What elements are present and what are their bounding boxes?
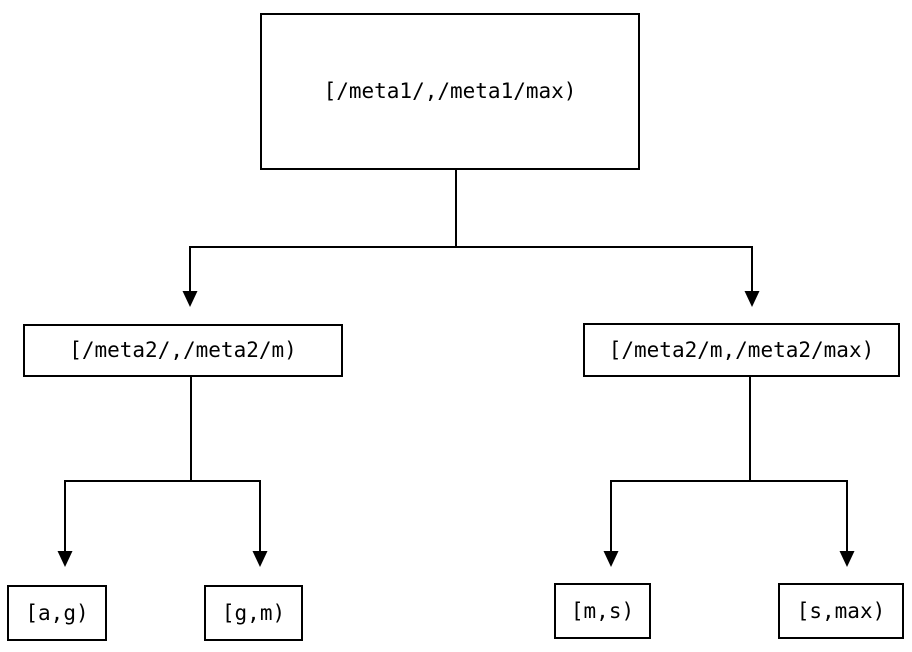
- node-leaf-m-s: [m,s): [554, 583, 651, 639]
- arrowhead-to-leaf-gm: [252, 551, 268, 567]
- arrowhead-to-leaf-ms: [603, 551, 619, 567]
- node-meta2-upper-range: [/meta2/m,/meta2/max): [583, 323, 900, 377]
- node-root-meta1-range: [/meta1/,/meta1/max): [260, 13, 640, 170]
- arrowhead-to-l2-left: [182, 291, 198, 307]
- edge-l2right-to-leaves: [610, 377, 848, 551]
- arrowhead-to-leaf-smax: [839, 551, 855, 567]
- node-leaf-s-max: [s,max): [778, 583, 904, 639]
- node-meta2-lower-range: [/meta2/,/meta2/m): [23, 324, 343, 377]
- node-leaf-g-m: [g,m): [204, 585, 303, 641]
- node-leaf-a-g: [a,g): [7, 585, 107, 641]
- arrowhead-to-leaf-ag: [57, 551, 73, 567]
- edge-l2left-to-leaves: [64, 377, 261, 551]
- edge-root-to-level2: [189, 170, 753, 292]
- arrowhead-to-l2-right: [744, 291, 760, 307]
